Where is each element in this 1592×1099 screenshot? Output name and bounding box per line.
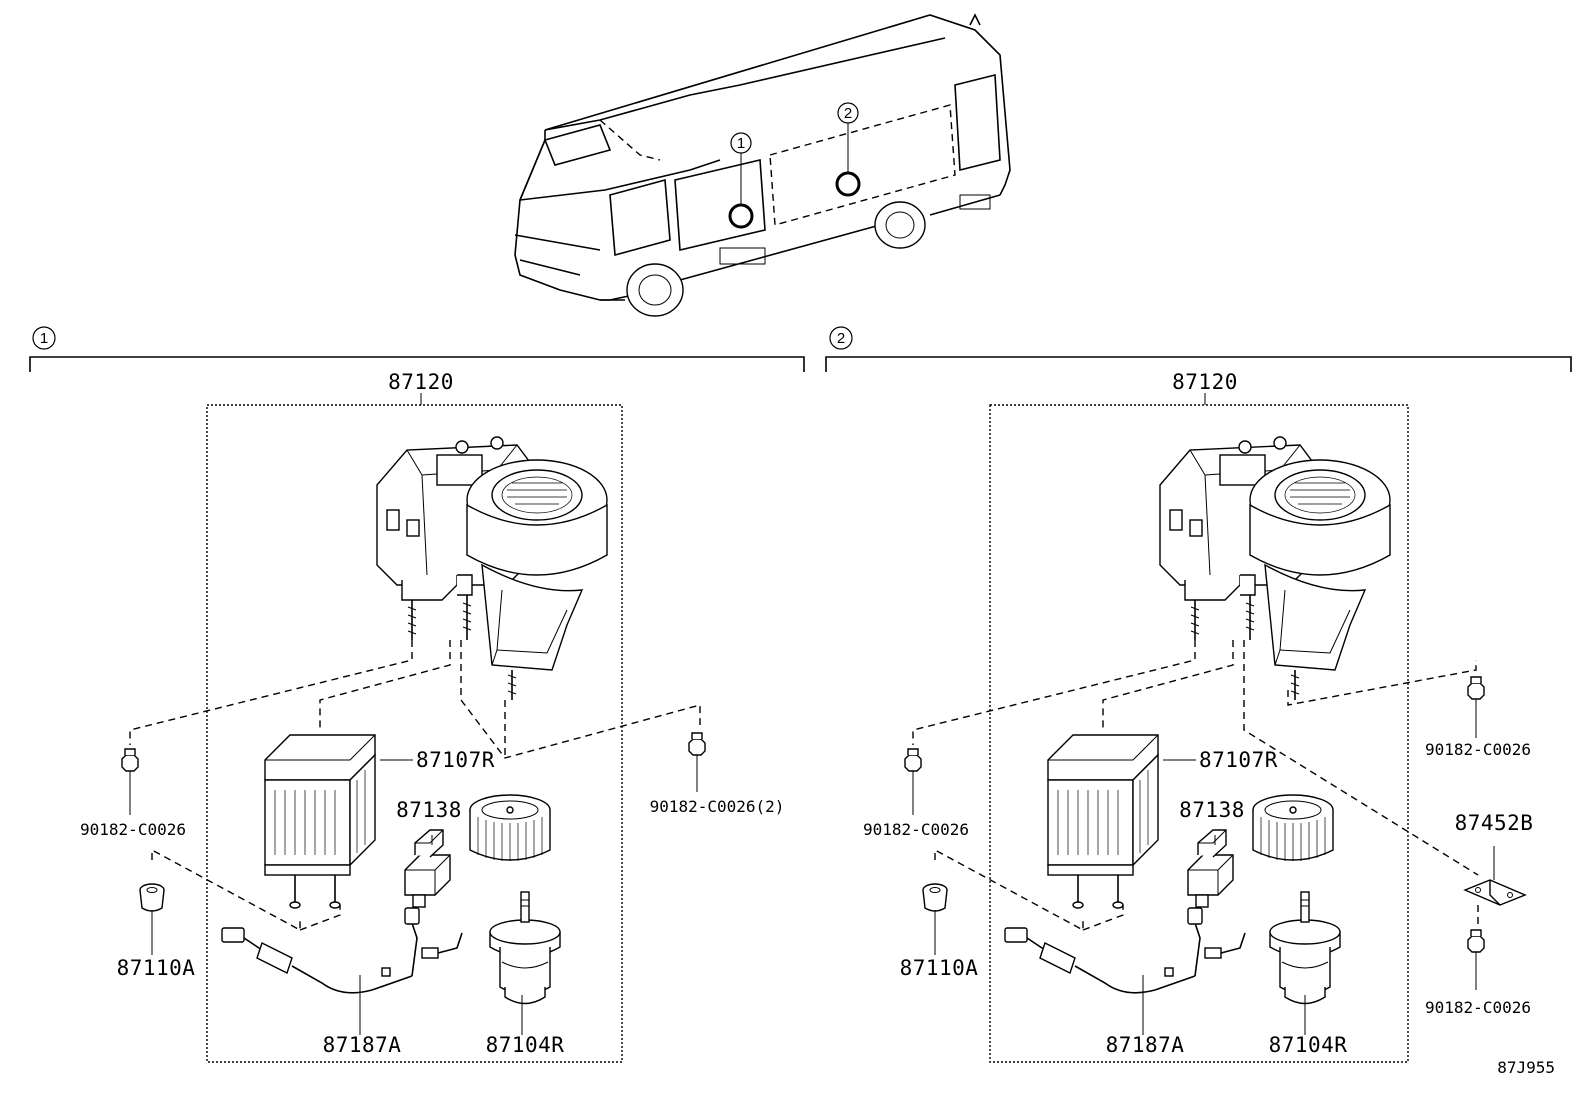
section-2-heater-core-label[interactable]: 87107R	[1199, 748, 1278, 772]
svg-text:1: 1	[737, 135, 745, 152]
section-2-nut-top-right-label[interactable]: 90182-C0026	[1425, 740, 1531, 759]
section-2-wire-label[interactable]: 87187A	[1106, 1033, 1185, 1057]
section-1-nut-left[interactable]	[121, 748, 139, 784]
section-1-resistor-label[interactable]: 87138	[396, 798, 462, 822]
section-2-grommet[interactable]	[922, 883, 948, 912]
section-2-nut-left[interactable]	[904, 748, 922, 784]
section-1-marker	[32, 326, 56, 350]
section-1-bracket	[29, 356, 805, 372]
section-2-number: 2	[837, 330, 845, 347]
section-1-nut-left-label[interactable]: 90182-C0026	[80, 820, 186, 839]
section-1-resistor[interactable]	[404, 829, 451, 908]
section-2-bracket	[825, 356, 1572, 372]
section-2-grommet-label[interactable]: 87110A	[900, 956, 979, 980]
section-2-bracket-part[interactable]	[1463, 879, 1527, 906]
section-2-wire-harness[interactable]	[1004, 907, 1246, 994]
section-1-heater-core-label[interactable]: 87107R	[416, 748, 495, 772]
section-1-wire-harness[interactable]	[221, 907, 463, 994]
section-1-assembly-label[interactable]: 87120	[388, 370, 454, 394]
section-1-blower-fan[interactable]	[469, 794, 551, 862]
svg-text:2: 2	[844, 105, 852, 122]
section-1-nut-right[interactable]	[688, 732, 706, 768]
section-1-grommet-label[interactable]: 87110A	[117, 956, 196, 980]
section-1-motor-label[interactable]: 87104R	[486, 1033, 565, 1057]
section-2: 2 87120	[825, 326, 1572, 1063]
section-2-motor-label[interactable]: 87104R	[1269, 1033, 1348, 1057]
vehicle-illustration	[514, 13, 1011, 317]
section-2-nut-left-label[interactable]: 90182-C0026	[863, 820, 969, 839]
section-2-marker	[829, 326, 853, 350]
section-1-wire-label[interactable]: 87187A	[323, 1033, 402, 1057]
section-2-nut-bottom-right[interactable]	[1467, 929, 1485, 965]
section-2-resistor[interactable]	[1187, 829, 1234, 908]
vehicle-callout-1[interactable]: 1	[728, 132, 754, 229]
section-2-resistor-label[interactable]: 87138	[1179, 798, 1245, 822]
section-2-assembly-box	[989, 404, 1409, 1063]
section-1-number: 1	[40, 330, 48, 347]
vehicle-callout-2[interactable]: 2	[835, 102, 861, 197]
section-1-blower-motor[interactable]	[489, 891, 561, 1005]
section-2-heater-core[interactable]	[1047, 734, 1159, 909]
section-2-nut-top-right[interactable]	[1467, 676, 1485, 712]
figure-code: 87J955	[1497, 1058, 1555, 1077]
section-2-blower-motor[interactable]	[1269, 891, 1341, 1005]
section-2-nut-bottom-right-label[interactable]: 90182-C0026	[1425, 998, 1531, 1017]
section-1-grommet[interactable]	[139, 883, 165, 912]
section-2-assembly-label[interactable]: 87120	[1172, 370, 1238, 394]
section-1-heater-core[interactable]	[264, 734, 376, 909]
section-2-heater-unit[interactable]	[1159, 436, 1391, 701]
section-2-blower-fan[interactable]	[1252, 794, 1334, 862]
section-1-heater-unit[interactable]	[376, 436, 608, 701]
section-1: 1 87120 87107R 87138 90182-C0026 90182-C…	[29, 326, 805, 1063]
section-2-bracket-label[interactable]: 87452B	[1455, 811, 1534, 835]
section-1-nut-right-label[interactable]: 90182-C0026(2)	[650, 797, 785, 816]
